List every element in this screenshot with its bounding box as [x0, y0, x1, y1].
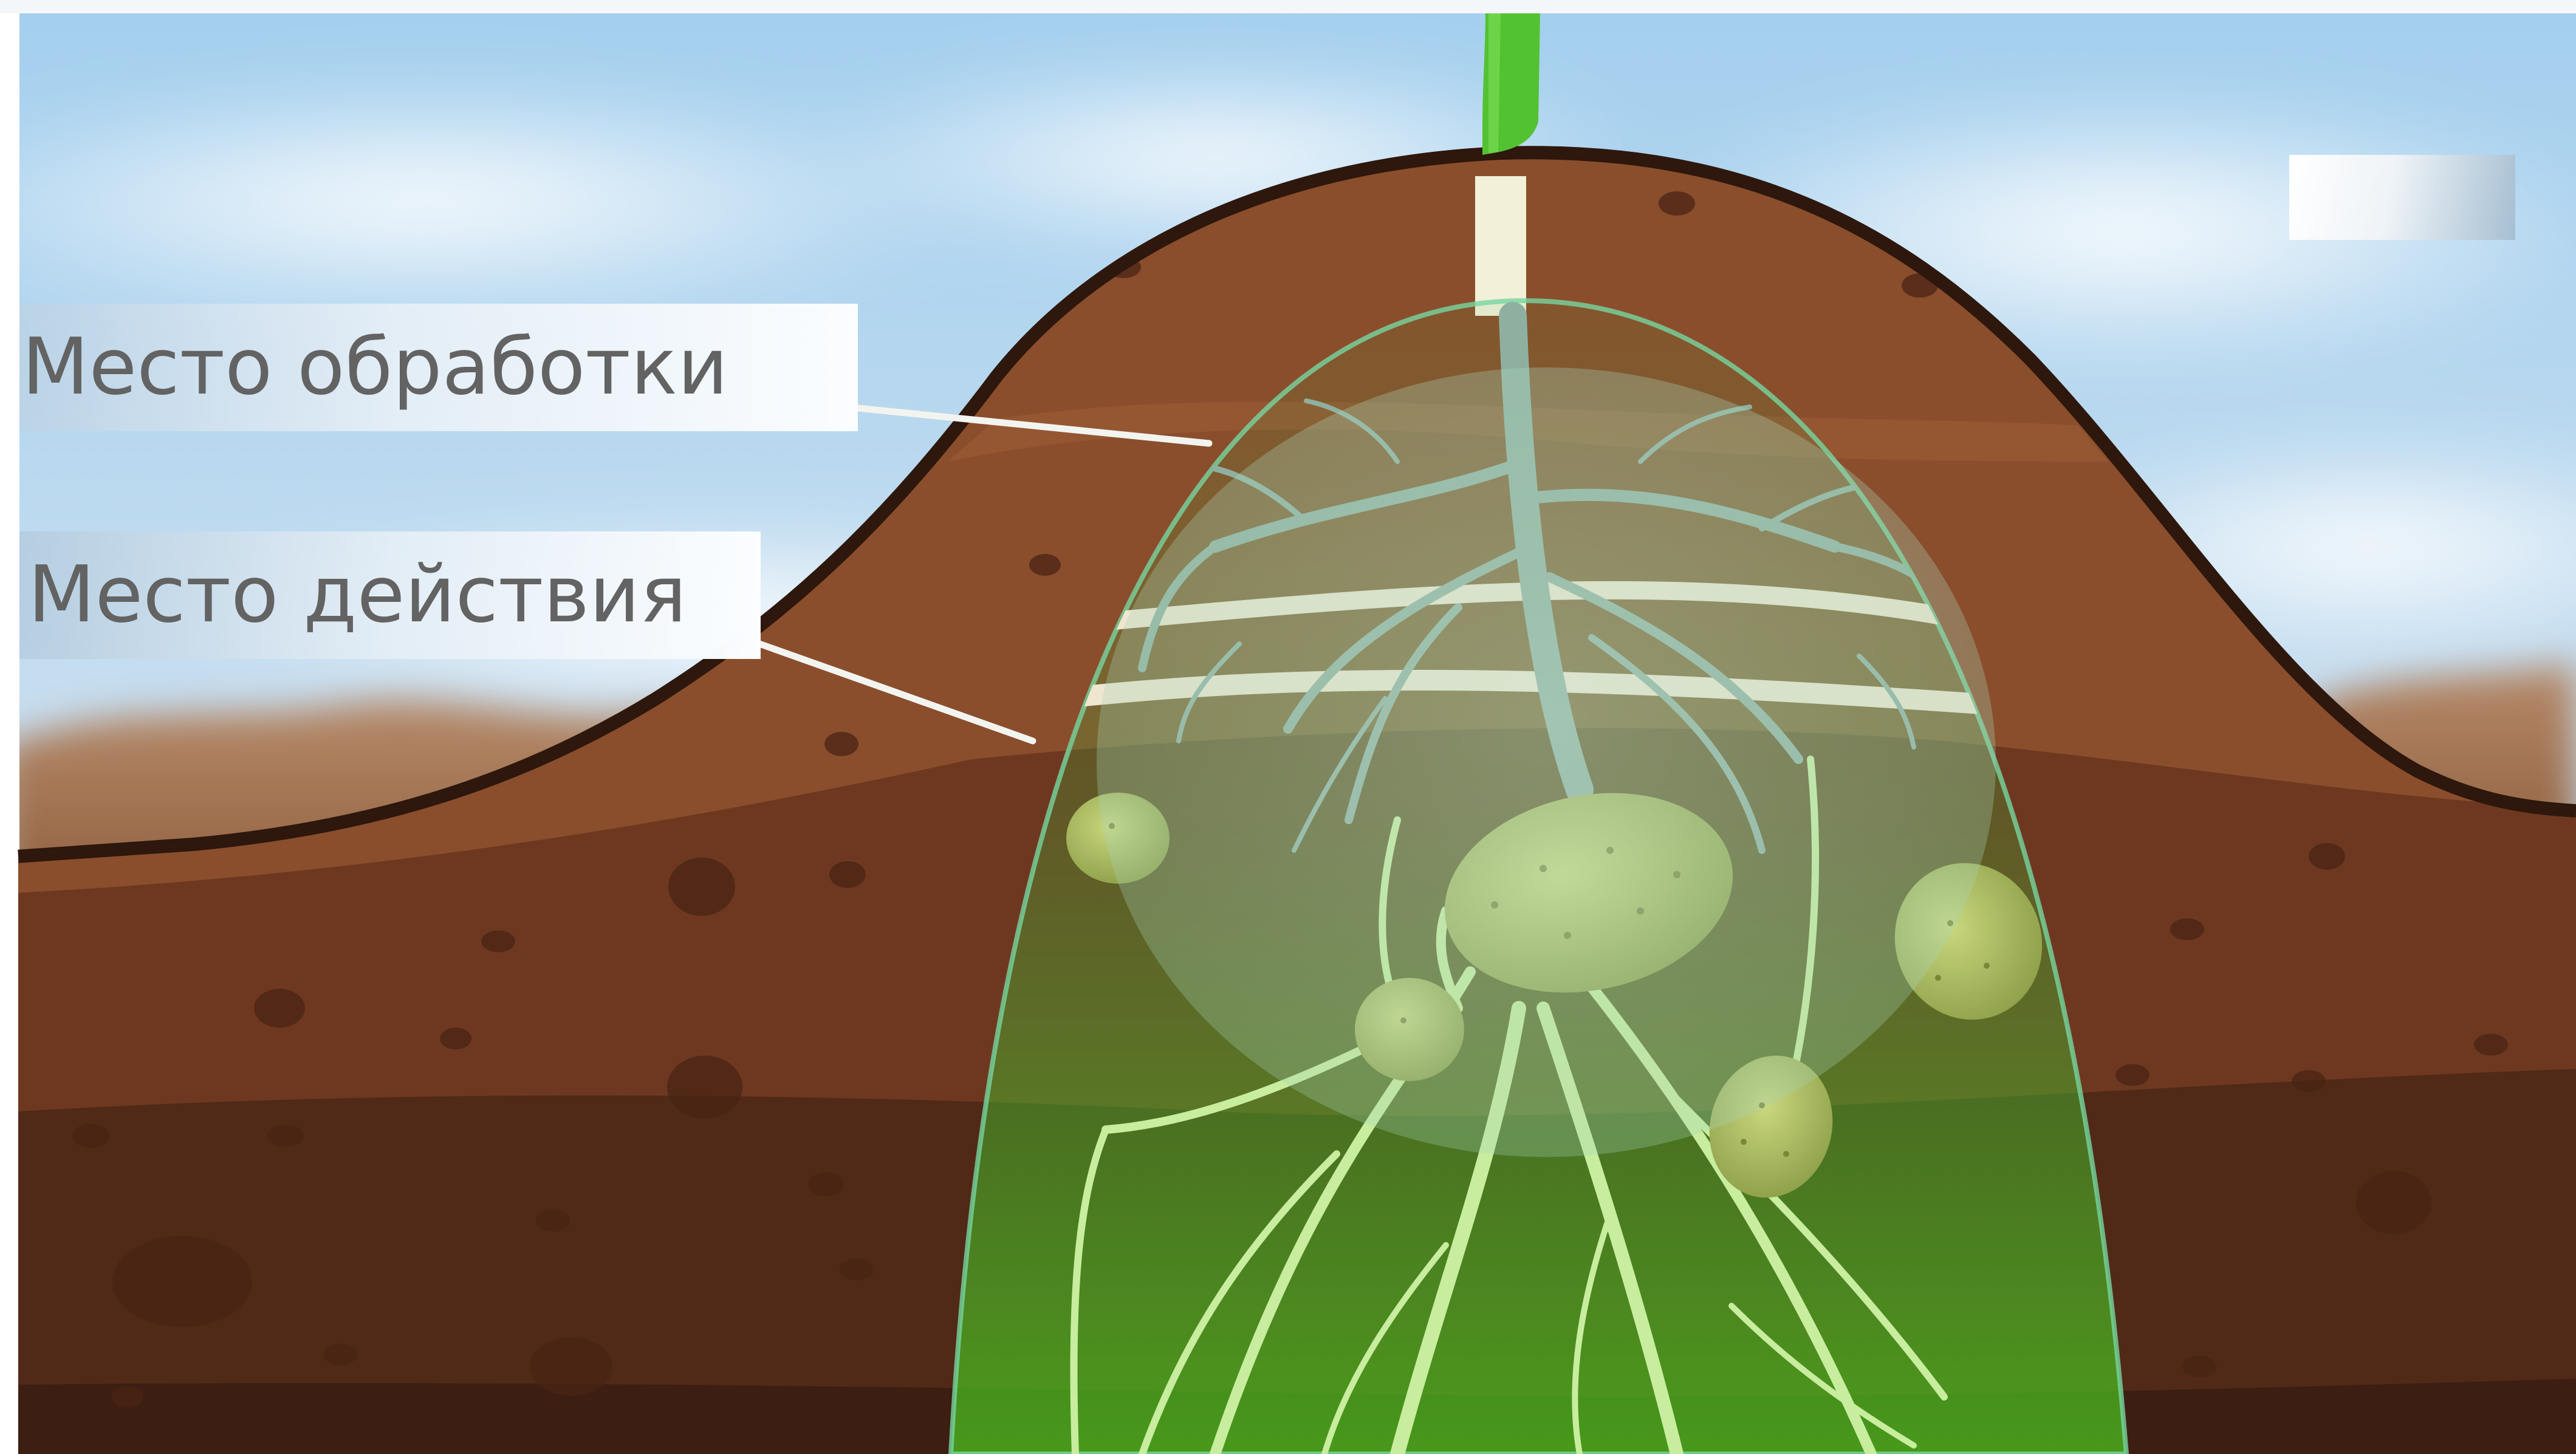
stem: [1475, 176, 1526, 316]
corner-watermark-block: [2289, 155, 2515, 240]
processing-site-text: Место обработки: [22, 329, 728, 406]
action-site-label: Место действия: [19, 531, 761, 659]
frame-edge-top: [0, 0, 2576, 13]
processing-zone: [1097, 367, 1996, 1157]
processing-site-label: Место обработки: [19, 304, 858, 431]
sprout-icon: [1482, 13, 1540, 155]
action-site-text: Место действия: [28, 556, 687, 634]
frame-edge-left: [0, 0, 19, 1454]
